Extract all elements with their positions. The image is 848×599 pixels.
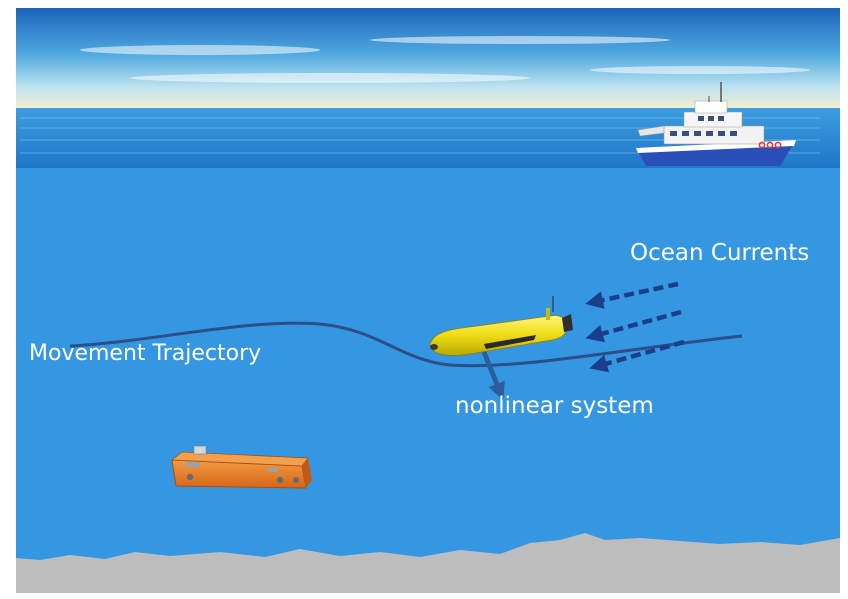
sky: [16, 8, 840, 110]
current-arrow: [585, 309, 682, 343]
nonlinear-pointer-arrow: [481, 351, 505, 401]
underwater-glider-icon: [429, 296, 573, 356]
ocean-currents-label: Ocean Currents: [630, 240, 810, 266]
research-ship-icon: [636, 82, 796, 166]
seabed: [16, 533, 840, 593]
movement-trajectory-label: Movement Trajectory: [29, 341, 262, 366]
rov-vehicle-icon: [170, 445, 312, 489]
clouds: [80, 36, 810, 83]
nonlinear-system-label: nonlinear system: [455, 393, 654, 419]
ocean-current-arrows: [585, 281, 685, 373]
underwater: [16, 168, 840, 593]
movement-trajectory-line: [69, 321, 743, 368]
